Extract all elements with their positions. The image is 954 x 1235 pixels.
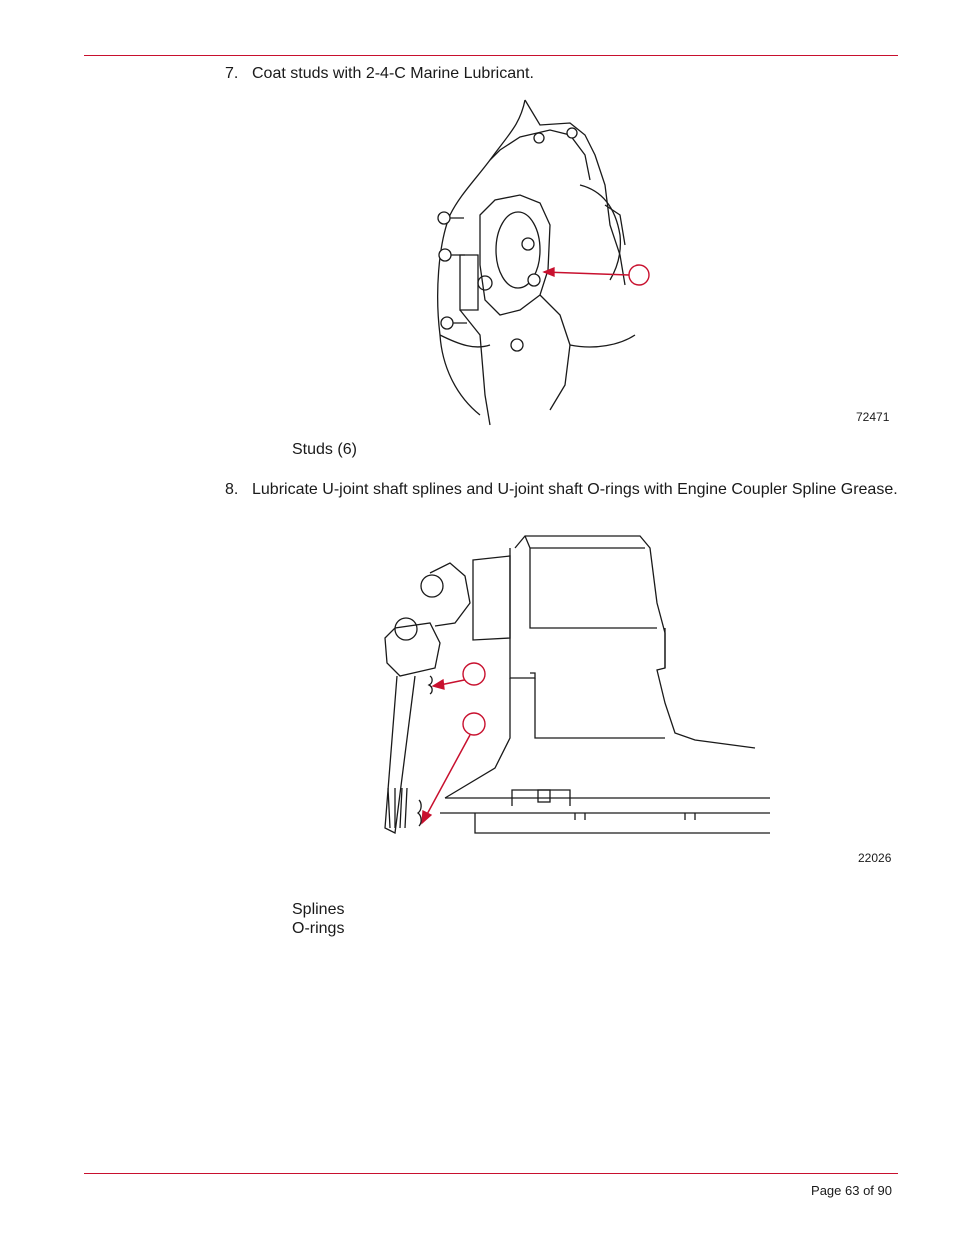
header-rule <box>84 55 898 56</box>
figure-id: 72471 <box>856 410 890 424</box>
step-7: 7. Coat studs with 2-4-C Marine Lubrican… <box>225 64 898 84</box>
step-number: 7. <box>225 65 239 82</box>
callout-o-rings: O-rings <box>292 920 345 937</box>
callout-splines: Splines <box>292 901 345 918</box>
figure-id: 22026 <box>858 851 892 865</box>
footer-rule <box>84 1173 898 1174</box>
step-text: Coat studs with 2-4-C Marine Lubricant. <box>252 65 534 82</box>
step-text: Lubricate U-joint shaft splines and U-jo… <box>252 481 898 498</box>
step-8: 8. Lubricate U-joint shaft splines and U… <box>225 480 898 500</box>
step-number: 8. <box>225 481 239 498</box>
page-number: Page 63 of 90 <box>811 1183 892 1198</box>
figure-gimbal-housing-studs <box>420 95 660 430</box>
callout-studs: Studs (6) <box>292 441 357 458</box>
figure-ujoint-shaft <box>375 528 775 846</box>
